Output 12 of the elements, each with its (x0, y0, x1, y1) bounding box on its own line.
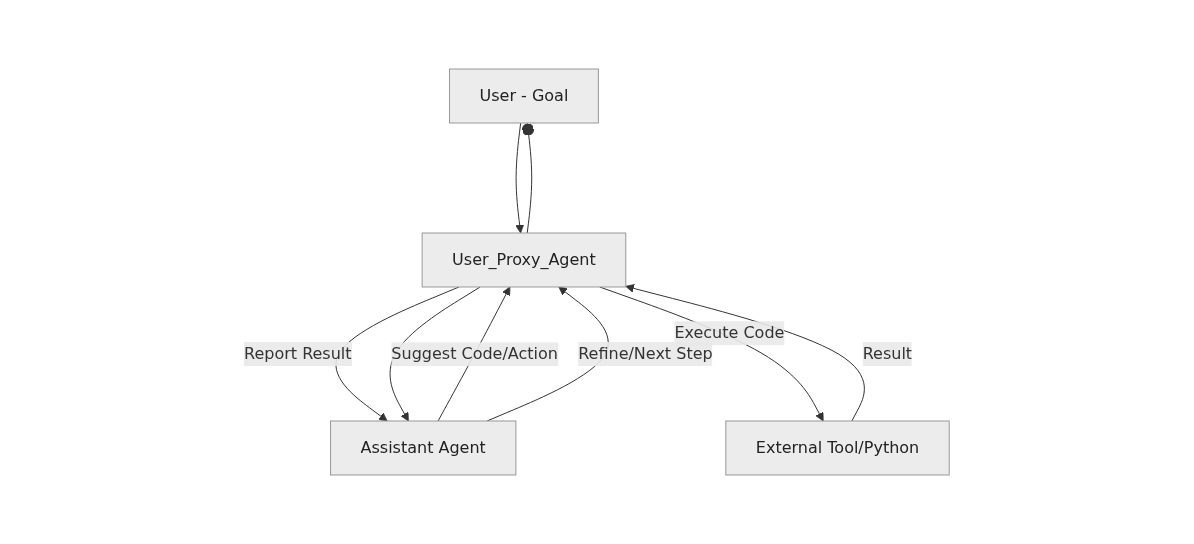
edge-label: Suggest Code/Action (391, 344, 559, 364)
edge-label: Result (863, 343, 913, 363)
node-box: User - Goal (449, 68, 600, 124)
edge-label: Execute Code (674, 323, 785, 343)
node-box: External Tool/Python (725, 420, 951, 476)
arrow (515, 122, 525, 234)
node-box: User_Proxy_Agent (422, 232, 627, 288)
node-box: Assistant Agent (330, 420, 517, 476)
edge-label: Report Result (244, 343, 352, 363)
edge-label: Refine/Next Step (578, 343, 714, 363)
connector (522, 122, 535, 234)
arrow (625, 284, 866, 422)
